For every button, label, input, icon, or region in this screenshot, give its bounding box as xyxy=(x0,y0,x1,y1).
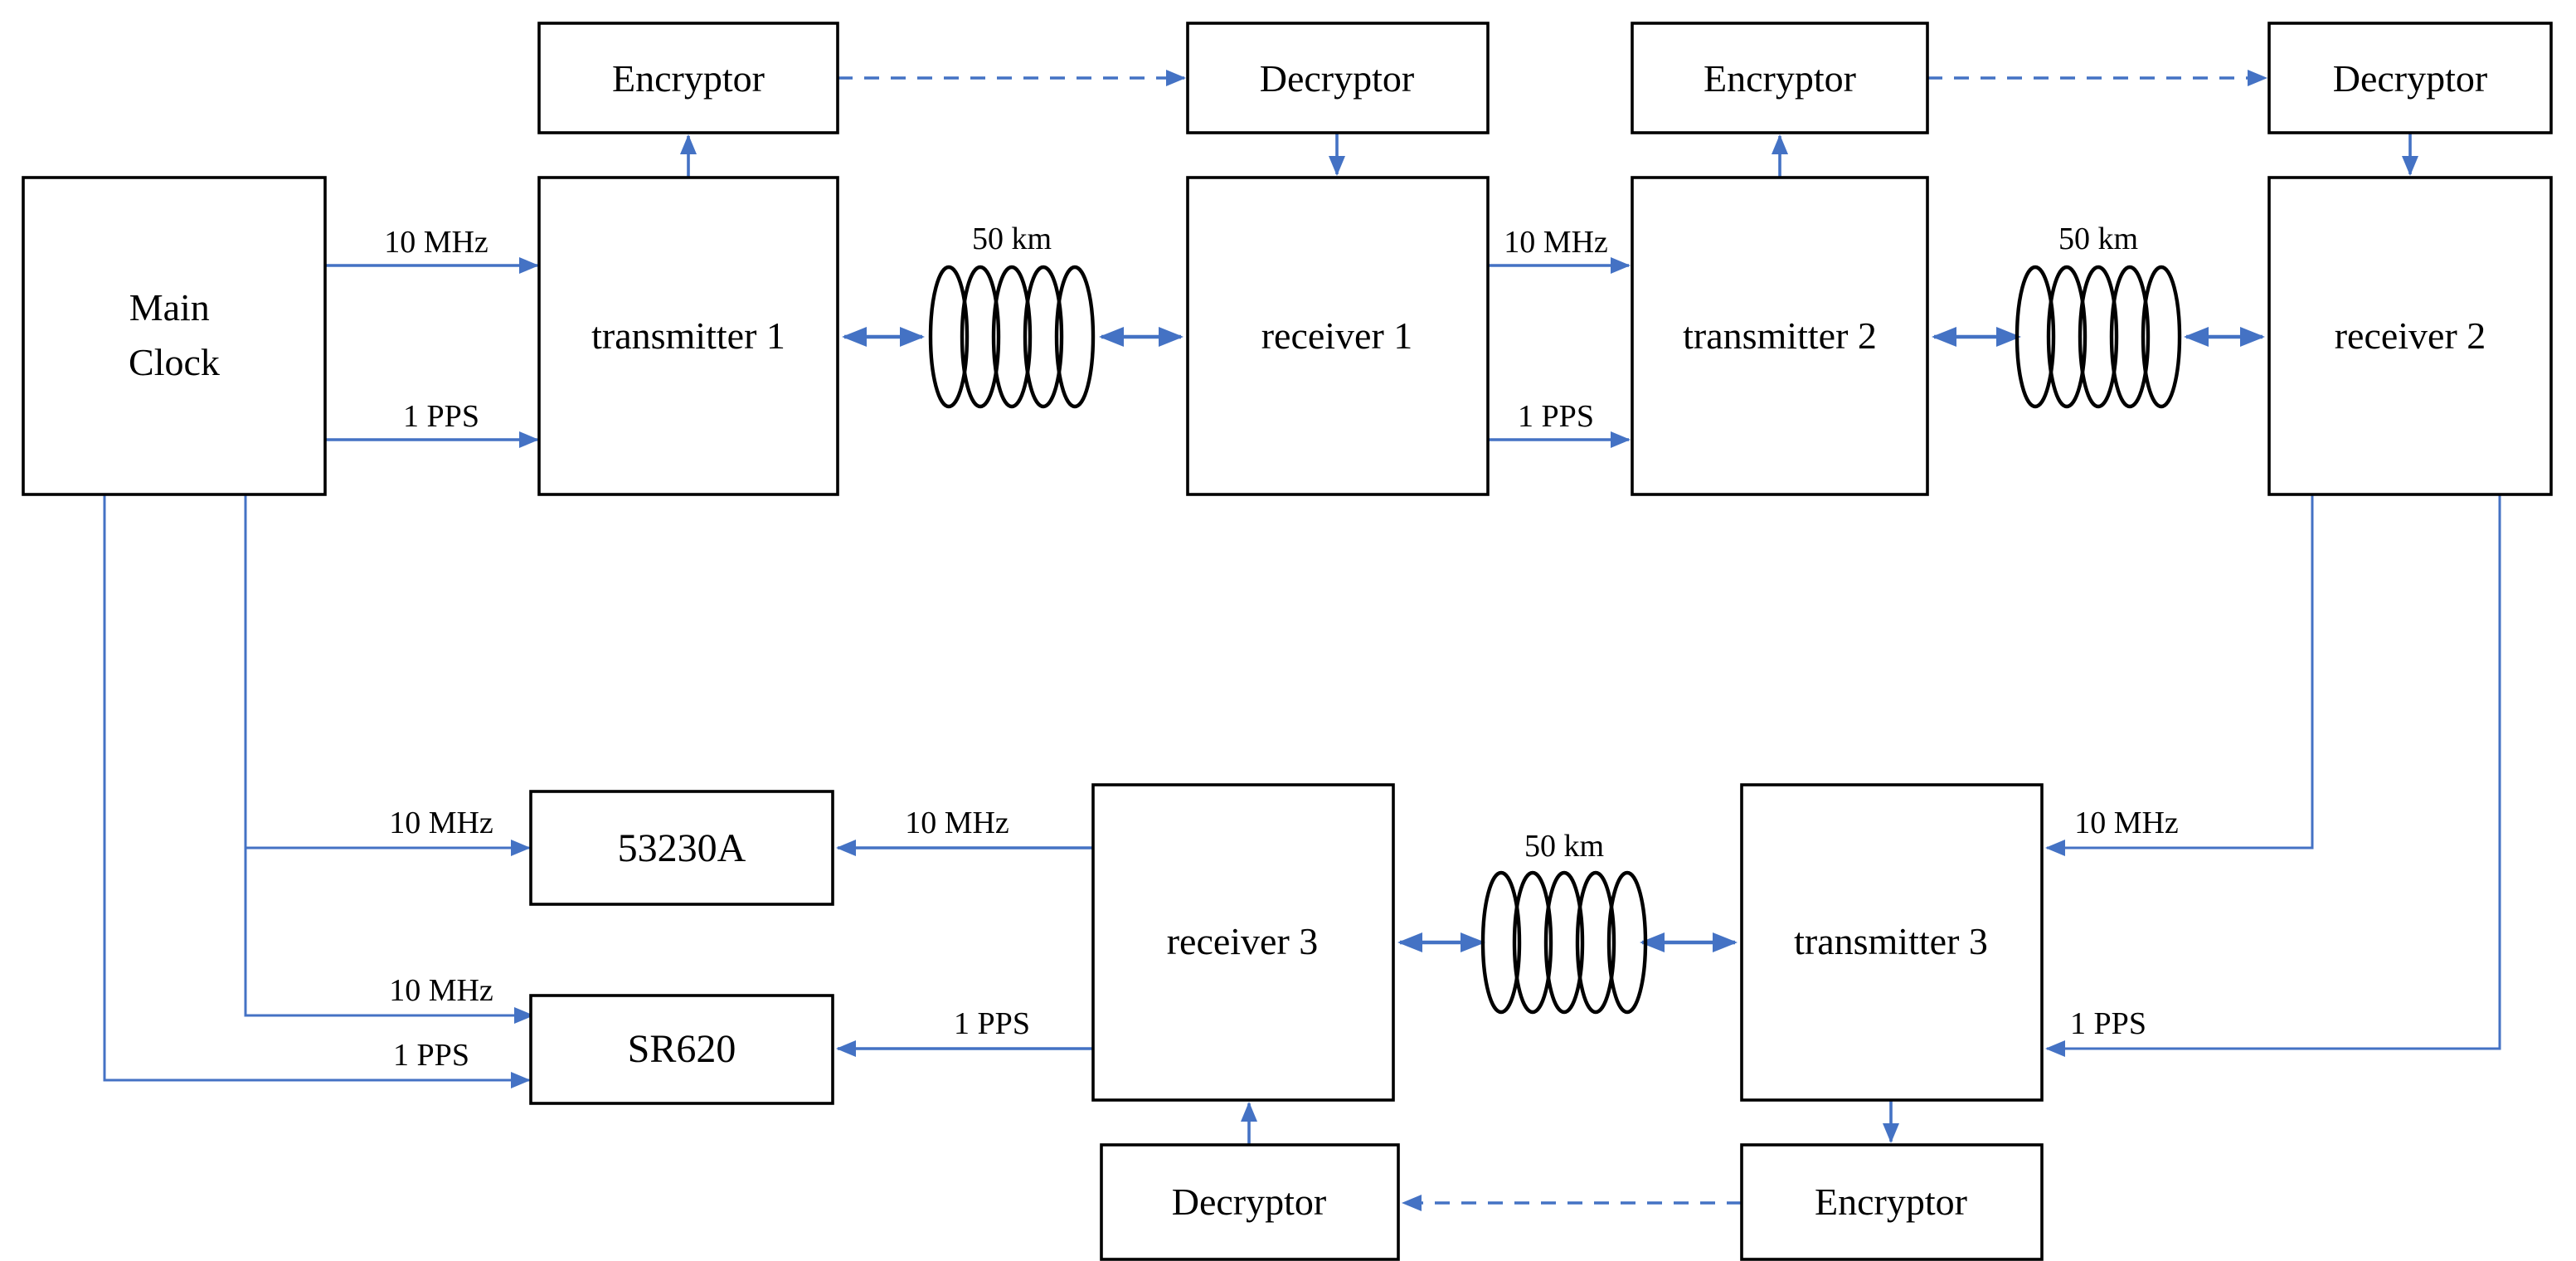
coil-loop xyxy=(1480,870,1522,1015)
receiver-3-label: receiver 3 xyxy=(1167,920,1319,962)
encryptor-1-box xyxy=(537,22,839,134)
counter-sr620-box xyxy=(529,994,834,1105)
main-clock-label-line1: Main xyxy=(129,286,210,329)
arrow-mainclock-to-sr620-10mhz xyxy=(244,494,534,1024)
label-r2-t3-1pps: 1 PPS xyxy=(2070,1006,2146,1041)
label-mainclock-t1-1pps: 1 PPS xyxy=(403,399,479,434)
counter-53230a-label: 53230A xyxy=(618,826,746,870)
encryptor-2-label: Encryptor xyxy=(1704,57,1856,100)
main-clock-box xyxy=(22,176,327,496)
transmitter-2-box xyxy=(1631,176,1929,496)
decryptor-1-box xyxy=(1186,22,1490,134)
main-clock-label-line2: Clock xyxy=(129,341,220,383)
label-r3-53230a-10mhz: 10 MHz xyxy=(905,806,1009,840)
transmitter-3-label: transmitter 3 xyxy=(1794,920,1988,962)
receiver-2-box xyxy=(2267,176,2553,496)
decryptor-3-box xyxy=(1100,1143,1400,1261)
label-r2-t3-10mhz: 10 MHz xyxy=(2074,806,2179,840)
receiver-2-label: receiver 2 xyxy=(2335,314,2486,357)
label-fiber3-length: 50 km xyxy=(1524,829,1604,864)
label-fiber2-length: 50 km xyxy=(2058,222,2138,256)
arrow-receiver2-to-transmitter3-1pps xyxy=(2045,494,2501,1057)
label-mainclock-sr620-10mhz: 10 MHz xyxy=(389,973,493,1008)
coil-loop xyxy=(1575,870,1616,1015)
fiber-coil-icon xyxy=(2015,265,2182,409)
signal-labels: 10 MHz 1 PPS 10 MHz 1 PPS 50 km 50 km 50… xyxy=(384,222,2179,1073)
label-mainclock-53230a-10mhz: 10 MHz xyxy=(389,806,493,840)
transmitter-3-box xyxy=(1740,783,2044,1102)
coil-loop xyxy=(2015,265,2056,409)
counter-53230a-box xyxy=(529,790,834,906)
coil-loop xyxy=(2141,265,2182,409)
label-r1-t2-10mhz: 10 MHz xyxy=(1504,225,1608,260)
label-fiber1-length: 50 km xyxy=(972,222,1052,256)
receiver-1-box xyxy=(1186,176,1490,496)
arrow-receiver2-to-transmitter3-10mhz xyxy=(2045,494,2314,856)
encryptor-1-label: Encryptor xyxy=(612,57,765,100)
receiver-3-box xyxy=(1091,783,1395,1102)
coil-loop xyxy=(2109,265,2151,409)
decryptor-2-box xyxy=(2267,22,2553,134)
label-mainclock-t1-10mhz: 10 MHz xyxy=(384,225,488,260)
encryptor-3-label: Encryptor xyxy=(1815,1181,1967,1223)
fiber-coil-icon xyxy=(1480,870,1648,1015)
coil-loop xyxy=(1054,265,1096,409)
coil-loop xyxy=(2046,265,2088,409)
coil-loop xyxy=(2078,265,2119,409)
coil-loop xyxy=(1606,870,1648,1015)
coil-loop xyxy=(928,265,970,409)
label-r1-t2-1pps: 1 PPS xyxy=(1518,399,1594,434)
arrow-mainclock-to-sr620-1pps xyxy=(103,494,531,1088)
fiber-coil-icon xyxy=(928,265,1096,409)
receiver-1-label: receiver 1 xyxy=(1261,314,1413,357)
encryptor-2-box xyxy=(1631,22,1929,134)
label-r3-sr620-1pps: 1 PPS xyxy=(954,1006,1030,1041)
transmitter-1-label: transmitter 1 xyxy=(591,314,785,357)
transmitter-1-box xyxy=(537,176,839,496)
transmitter-2-label: transmitter 2 xyxy=(1683,314,1877,357)
main-clock-label: Main Clock xyxy=(129,286,220,383)
decryptor-1-label: Decryptor xyxy=(1260,57,1414,100)
coil-loop xyxy=(1512,870,1553,1015)
counter-sr620-label: SR620 xyxy=(628,1027,736,1071)
decryptor-2-label: Decryptor xyxy=(2333,57,2487,100)
label-mainclock-sr620-1pps: 1 PPS xyxy=(393,1038,469,1073)
boxes xyxy=(22,22,2553,1261)
encryptor-3-box xyxy=(1740,1143,2044,1261)
coil-loop xyxy=(991,265,1033,409)
coil-loop xyxy=(960,265,1001,409)
connectors xyxy=(103,70,2501,1211)
decryptor-3-label: Decryptor xyxy=(1172,1181,1326,1223)
coil-loop xyxy=(1023,265,1064,409)
coil-loop xyxy=(1543,870,1585,1015)
box-labels: Main Clock Encryptor Decryptor Encryptor… xyxy=(129,57,2487,1223)
